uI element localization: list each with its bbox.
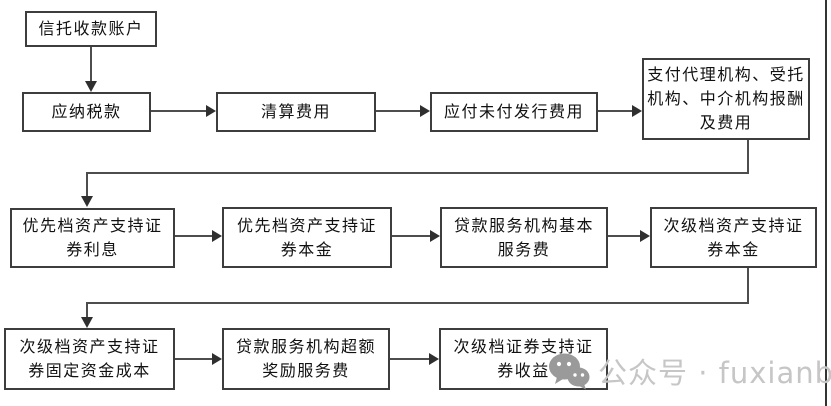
edge-issuance-to-agency-line — [598, 110, 632, 112]
watermark-text: 公众号 · fuxianbubin — [598, 356, 831, 390]
edge-trust-to-taxes-line — [90, 47, 92, 82]
edge-liquidation-to-issuance-arrowhead-icon — [420, 105, 430, 117]
edge-excess-fee-to-income-arrowhead-icon — [429, 353, 439, 365]
node-servicer-excess-incentive-fee: 贷款服务机构超额 奖励服务费 — [222, 328, 390, 390]
edge-trust-to-taxes-arrowhead-icon — [85, 81, 97, 92]
node-label: 应纳税款 — [51, 102, 122, 121]
node-senior-abs-interest: 优先档资产支持证 券利息 — [10, 208, 175, 268]
edge-taxes-to-liquidation-line — [151, 110, 206, 112]
edge-agency-to-senior-interest-down-line — [747, 140, 749, 174]
node-label: 应付未付发行费用 — [443, 102, 584, 121]
edge-senior-principal-to-servicer-arrowhead-icon — [430, 230, 440, 242]
edge-senior-principal-to-servicer-line — [392, 235, 430, 237]
node-label: 贷款服务机构基本 服务费 — [453, 215, 594, 259]
edge-excess-fee-to-income-line — [390, 358, 429, 360]
node-label: 次级档资产支持证 券本金 — [663, 215, 804, 259]
node-label: 清算费用 — [260, 102, 331, 121]
node-label: 支付代理机构、受托 机构、中介机构报酬 及费用 — [647, 65, 805, 132]
node-agency-trustee-intermediary-fees: 支付代理机构、受托 机构、中介机构报酬 及费用 — [642, 58, 810, 140]
node-label: 次级档资产支持证 券固定资金成本 — [19, 337, 160, 380]
node-label: 次级档证券支持证 券收益 — [453, 337, 594, 380]
edge-sub-principal-to-fixed-cost-arrowhead-icon — [81, 317, 93, 328]
node-subordinate-abs-income: 次级档证券支持证 券收益 — [439, 328, 608, 390]
edge-agency-to-senior-interest-across-line — [86, 172, 749, 174]
node-trust-collection-account: 信托收款账户 — [25, 11, 157, 47]
page-border-right — [825, 0, 827, 406]
node-label: 优先档资产支持证 券本金 — [236, 215, 377, 259]
node-senior-abs-principal: 优先档资产支持证 券本金 — [222, 207, 392, 268]
edge-senior-interest-to-principal-arrowhead-icon — [212, 230, 222, 242]
edge-sub-principal-to-fixed-cost-drop-line — [86, 303, 88, 318]
node-subordinate-abs-fixed-funding-cost: 次级档资产支持证 券固定资金成本 — [4, 328, 175, 390]
edge-sub-principal-to-fixed-cost-across-line — [86, 302, 749, 304]
node-subordinate-abs-principal: 次级档资产支持证 券本金 — [650, 207, 817, 268]
node-taxes-payable: 应纳税款 — [22, 92, 151, 132]
edge-liquidation-to-issuance-line — [376, 110, 420, 112]
node-servicer-base-fee: 贷款服务机构基本 服务费 — [440, 207, 608, 268]
edge-issuance-to-agency-arrowhead-icon — [632, 105, 642, 117]
edge-fixed-cost-to-excess-fee-arrowhead-icon — [212, 353, 222, 365]
edge-servicer-to-sub-principal-line — [608, 235, 640, 237]
wechat-icon — [548, 352, 590, 390]
node-label: 贷款服务机构超额 奖励服务费 — [235, 337, 376, 380]
edge-fixed-cost-to-excess-fee-line — [175, 358, 212, 360]
edge-agency-to-senior-interest-drop-line — [86, 173, 88, 198]
node-unpaid-issuance-fees: 应付未付发行费用 — [430, 92, 598, 132]
edge-servicer-to-sub-principal-arrowhead-icon — [640, 230, 650, 242]
node-label: 信托收款账户 — [38, 19, 144, 38]
watermark: 公众号 · fuxianbubin — [548, 350, 831, 392]
edge-senior-interest-to-principal-line — [175, 235, 212, 237]
node-label: 优先档资产支持证 券利息 — [22, 216, 163, 259]
edge-agency-to-senior-interest-arrowhead-icon — [81, 196, 93, 207]
edge-sub-principal-to-fixed-cost-down-line — [747, 268, 749, 304]
node-liquidation-expenses: 清算费用 — [216, 92, 376, 132]
edge-taxes-to-liquidation-arrowhead-icon — [206, 105, 216, 117]
